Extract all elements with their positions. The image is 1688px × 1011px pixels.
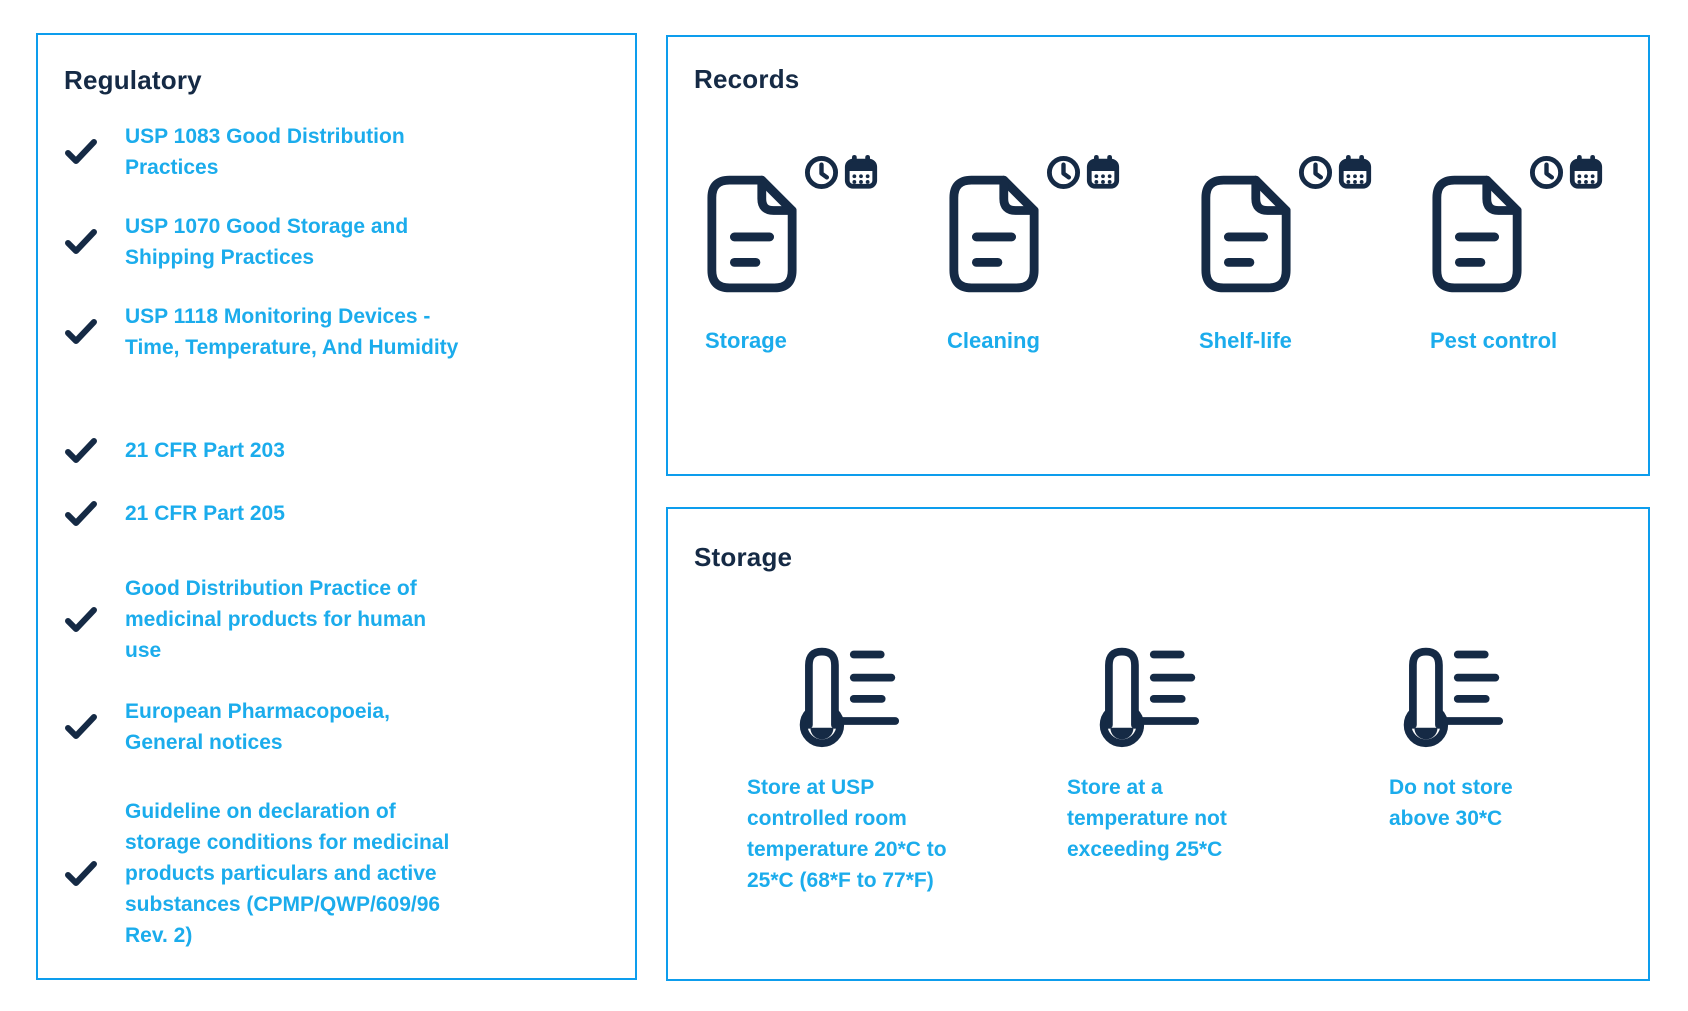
list-item: Guideline on declaration of storage cond… [65,796,605,951]
clock-icon [1529,155,1564,190]
checkmark-icon [65,500,97,528]
record-icon-cluster [1430,153,1604,295]
document-icon [1430,173,1524,295]
list-item: USP 1070 Good Storage and Shipping Pract… [65,211,605,273]
list-item: USP 1118 Monitoring Devices - Time, Temp… [65,301,605,363]
storage-item: Store at a temperature not exceeding 25*… [1067,639,1227,896]
record-label: Cleaning [947,328,1040,353]
clock-icon [804,155,839,190]
list-item: 21 CFR Part 203 [65,435,605,466]
list-item: Good Distribution Practice of medicinal … [65,573,605,666]
storage-item: Do not store above 30*C [1389,639,1513,896]
document-icon [705,173,799,295]
regulatory-item-text: 21 CFR Part 203 [125,439,285,462]
records-grid: Storage [694,153,1648,354]
checkmark-icon [65,318,97,346]
list-item: 21 CFR Part 205 [65,498,605,529]
storage-panel-title: Storage [694,542,793,572]
record-label: Pest control [1430,328,1558,353]
record-item: Pest control [1430,153,1648,354]
records-panel: Records [666,35,1650,476]
clock-icon [1298,155,1333,190]
record-icon-cluster [705,153,879,295]
regulatory-item-text: USP 1118 Monitoring Devices - Time, Temp… [125,305,459,359]
calendar-icon [1568,153,1604,191]
clock-icon [1046,155,1081,190]
regulatory-item-text: European Pharmacopoeia, General notices [125,700,390,754]
checkmark-icon [65,713,97,741]
storage-item: Store at USP controlled room temperature… [747,639,947,896]
document-icon [947,173,1041,295]
record-item: Storage [705,153,947,354]
regulatory-item-text: 21 CFR Part 205 [125,502,285,525]
document-icon [1199,173,1293,295]
record-icon-cluster [947,153,1121,295]
list-item: European Pharmacopoeia, General notices [65,696,605,758]
checkmark-icon [65,437,97,465]
list-item: USP 1083 Good Distribution Practices [65,121,605,183]
storage-item-text: Do not store above 30*C [1389,776,1513,830]
checkmark-icon [65,138,97,166]
regulatory-list: USP 1083 Good Distribution Practices USP… [64,121,605,951]
regulatory-panel: Regulatory USP 1083 Good Distribution Pr… [36,33,637,980]
storage-panel: Storage Store at USP controlled room tem… [666,507,1650,981]
calendar-icon [1085,153,1121,191]
thermometer-icon [1397,639,1505,751]
regulatory-item-text: USP 1070 Good Storage and Shipping Pract… [125,215,409,269]
regulatory-panel-title: Regulatory [64,65,202,95]
regulatory-item-text: USP 1083 Good Distribution Practices [125,125,405,179]
checkmark-icon [65,228,97,256]
storage-item-text: Store at USP controlled room temperature… [747,776,947,892]
record-label: Shelf-life [1199,328,1292,353]
record-icon-cluster [1199,153,1373,295]
record-item: Shelf-life [1199,153,1430,354]
record-label: Storage [705,328,787,353]
storage-item-text: Store at a temperature not exceeding 25*… [1067,776,1227,861]
thermometer-icon [793,639,901,751]
checkmark-icon [65,606,97,634]
thermometer-icon [1093,639,1201,751]
regulatory-item-text: Good Distribution Practice of medicinal … [125,577,427,662]
record-item: Cleaning [947,153,1199,354]
storage-grid: Store at USP controlled room temperature… [694,639,1648,896]
records-panel-title: Records [694,64,800,94]
regulatory-item-text: Guideline on declaration of storage cond… [125,800,450,947]
calendar-icon [843,153,879,191]
calendar-icon [1337,153,1373,191]
checkmark-icon [65,860,97,888]
